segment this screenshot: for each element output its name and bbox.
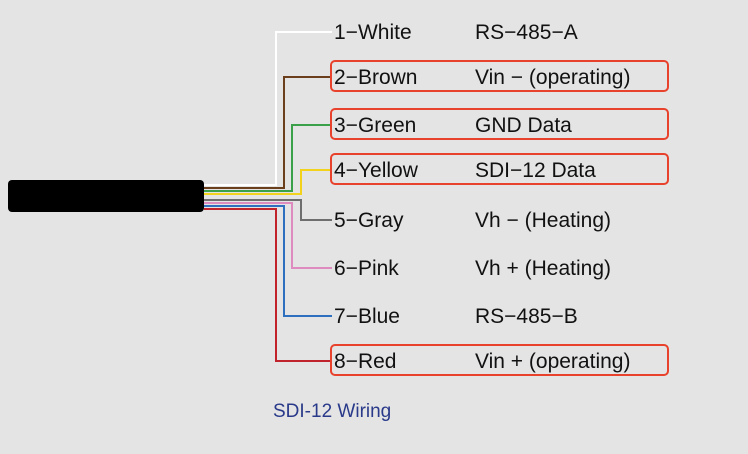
- wire-signal-pink: Vh + (Heating): [475, 257, 611, 280]
- wire-yellow: [204, 169, 332, 195]
- wire-label-gray: 5−Gray: [334, 209, 404, 232]
- wire-label-blue: 7−Blue: [334, 305, 400, 328]
- highlight-box-brown: [330, 60, 669, 92]
- diagram-caption: SDI-12 Wiring: [273, 401, 391, 422]
- wire-gray: [204, 199, 332, 221]
- wire-signal-blue: RS−485−B: [475, 305, 578, 328]
- cable-body: [8, 180, 204, 212]
- wire-pink: [204, 202, 332, 269]
- highlight-box-yellow: [330, 153, 669, 185]
- wire-brown: [204, 76, 332, 189]
- wire-label-yellow: 4−Yellow: [334, 159, 419, 182]
- wire-label-white: 1−White: [334, 21, 412, 44]
- wire-label-brown: 2−Brown: [334, 66, 417, 89]
- highlight-box-red: [330, 344, 669, 376]
- wire-signal-green: GND Data: [475, 114, 572, 137]
- wire-label-green: 3−Green: [334, 114, 416, 137]
- wire-blue: [204, 205, 332, 317]
- wire-signal-brown: Vin − (operating): [475, 66, 630, 89]
- wire-signal-yellow: SDI−12 Data: [475, 159, 596, 182]
- wire-label-red: 8−Red: [334, 350, 396, 373]
- wire-green: [204, 124, 332, 192]
- wire-signal-white: RS−485−A: [475, 21, 578, 44]
- highlight-boxes: [330, 60, 669, 376]
- wire-label-pink: 6−Pink: [334, 257, 399, 280]
- wires: [204, 31, 332, 362]
- highlight-box-green: [330, 108, 669, 140]
- wire-signal-gray: Vh − (Heating): [475, 209, 611, 232]
- wire-labels: 1−White RS−485−A 2−Brown Vin − (operating) 3…: [334, 21, 630, 373]
- wire-signal-red: Vin + (operating): [475, 350, 630, 373]
- wire-white: [204, 31, 332, 186]
- wire-red: [204, 208, 332, 362]
